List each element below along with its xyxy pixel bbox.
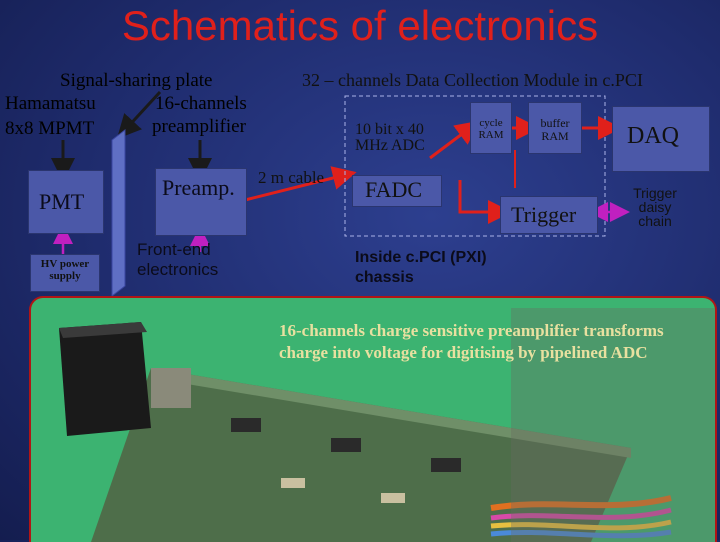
hv-power-label: HV power supply <box>40 258 90 282</box>
buffer-ram-label: buffer RAM <box>540 116 570 143</box>
signal-sharing-label: Signal-sharing plate <box>60 70 213 91</box>
trigger-label: Trigger <box>511 202 577 227</box>
photo-panel: 16-channels charge sensitive preamplifie… <box>29 296 717 542</box>
trigger-block: Trigger <box>500 196 598 234</box>
module-boundary <box>344 95 606 237</box>
arrow-to-plate <box>116 90 162 139</box>
preamplifier-board-photo <box>59 308 715 542</box>
arrow-cable-to-fadc <box>244 166 357 202</box>
signal-sharing-plate <box>111 128 126 298</box>
page-title: Schematics of electronics <box>121 2 599 49</box>
cycle-ram-block: cycle RAM <box>470 102 512 154</box>
fadc-label: FADC <box>365 177 423 202</box>
pcb-board <box>91 368 631 542</box>
arrow-fadc-to-cycle-ram <box>429 120 480 160</box>
pmt-label: PMT <box>39 189 85 214</box>
fadc-block: FADC <box>352 175 442 207</box>
sixteen-channels-label: 16-channels <box>155 93 247 114</box>
preamplifier-label: preamplifier <box>152 116 246 137</box>
photo-caption: 16-channels charge sensitive preamplifie… <box>279 321 664 362</box>
pmt-block: PMT <box>28 170 104 234</box>
hamamatsu-label: Hamamatsu <box>5 93 96 114</box>
cycle-ram-label: cycle RAM <box>478 117 504 141</box>
preamp-label: Preamp. <box>162 175 235 200</box>
daq-block: DAQ <box>612 106 710 172</box>
adc-spec-label: 10 bit x 40 MHz ADC <box>355 121 425 154</box>
daq-label: DAQ <box>627 123 679 149</box>
trigger-daisy-chain-label: Trigger daisy chain <box>633 185 677 229</box>
preamp-block: Preamp. <box>155 168 247 236</box>
cable-label: 2 m cable <box>258 168 325 187</box>
arrow-fadc-to-trigger <box>458 180 512 224</box>
hv-power-block: HV power supply <box>30 254 100 292</box>
inside-chassis-label: Inside c.PCI (PXI) chassis <box>355 249 487 286</box>
mpmt-label: 8x8 MPMT <box>5 118 95 139</box>
connector-block <box>59 322 151 436</box>
front-end-label: Front-end electronics <box>137 240 219 279</box>
buffer-ram-block: buffer RAM <box>528 102 582 154</box>
module-title: 32 – channels Data Collection Module in … <box>302 70 643 90</box>
